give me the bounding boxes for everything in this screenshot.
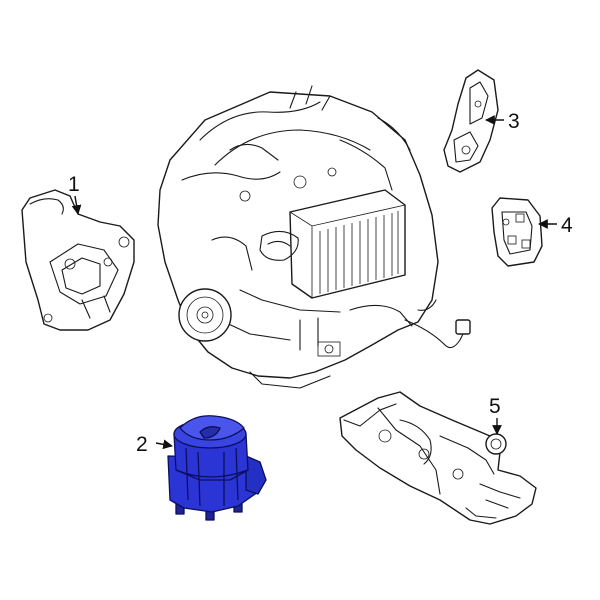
part-1-engine-mount-bracket <box>21 189 135 331</box>
callout-3-label: 3 <box>508 110 520 133</box>
callout-5: 5 <box>489 395 502 435</box>
callout-1: 1 <box>68 173 82 215</box>
callout-4-label: 4 <box>561 214 573 237</box>
engine-assembly <box>157 85 471 389</box>
part-4-mount-plate <box>491 197 543 267</box>
callout-2-label: 2 <box>136 433 148 456</box>
callout-5-label: 5 <box>489 395 501 418</box>
part-5-transmission-mount <box>339 391 537 525</box>
part-3-bracket <box>443 69 499 173</box>
callout-3: 3 <box>485 110 520 133</box>
callout-2: 2 <box>136 433 173 456</box>
part-2-engine-mount <box>167 415 267 521</box>
callout-1-label: 1 <box>68 173 80 196</box>
callout-4: 4 <box>538 214 573 237</box>
